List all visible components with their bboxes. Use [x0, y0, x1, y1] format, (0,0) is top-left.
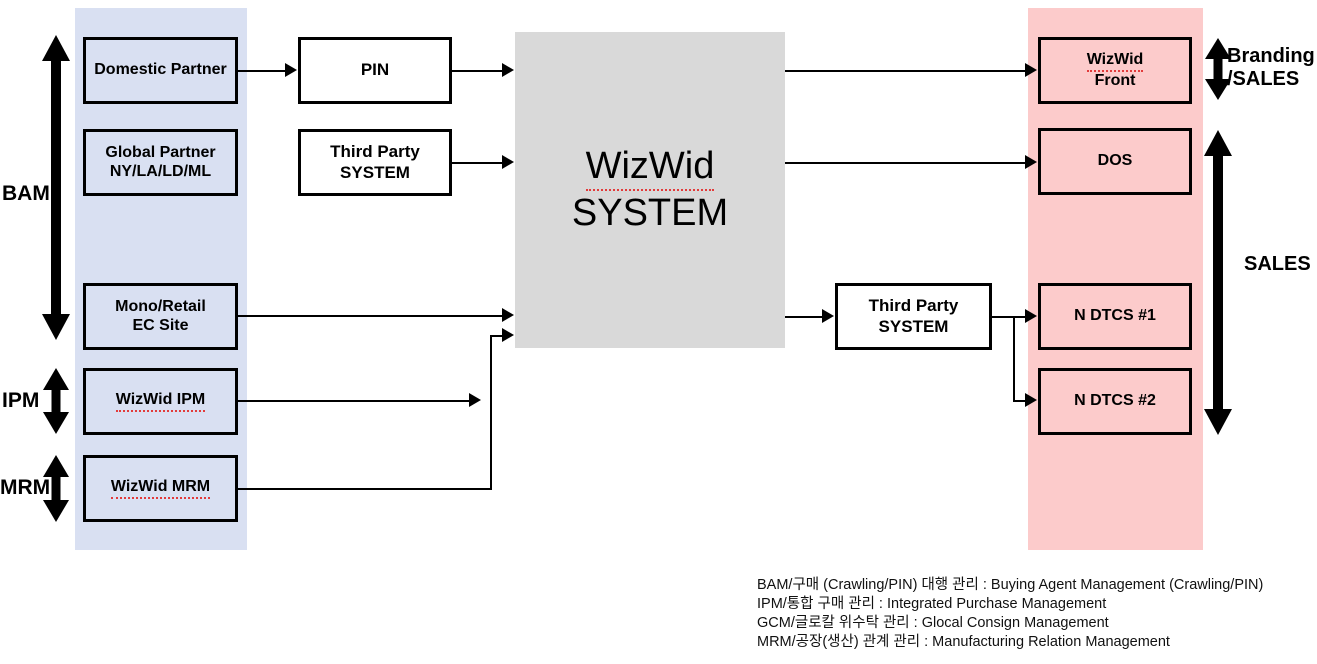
- arrowhead-front-in: [1025, 63, 1037, 77]
- legend-line-gcm: GCM/글로칼 위수탁 관리 : Glocal Consign Manageme…: [757, 614, 1109, 631]
- system-label-line1: WizWid: [585, 144, 715, 191]
- legend-line-mrm: MRM/공장(생산) 관계 관리 : Manufacturing Relatio…: [757, 633, 1170, 650]
- arrowhead-ipm-junction: [469, 393, 481, 407]
- node-label: WizWid MRM: [110, 478, 211, 499]
- node-label: Mono/Retail EC Site: [115, 297, 206, 334]
- connector-ipm-to-junction: [238, 400, 470, 402]
- node-label: PIN: [360, 60, 390, 80]
- connector-system-to-front: [785, 70, 1026, 72]
- connector-system-to-thirdparty2: [785, 316, 823, 318]
- scope-label-sales: SALES: [1244, 253, 1311, 275]
- node-label: N DTCS #2: [1074, 392, 1156, 410]
- scope-arrow-ipm: [42, 368, 70, 434]
- node-label: Third Party SYSTEM: [330, 142, 420, 182]
- node-dos[interactable]: DOS: [1038, 128, 1192, 195]
- node-third-party-system-upper[interactable]: Third Party SYSTEM: [298, 129, 452, 196]
- arrowhead-system-in-top: [502, 63, 514, 77]
- node-domestic-partner[interactable]: Domestic Partner: [83, 37, 238, 104]
- system-label-line2: SYSTEM: [571, 192, 729, 234]
- arrowhead-system-in-lower1: [502, 308, 514, 322]
- node-pin[interactable]: PIN: [298, 37, 452, 104]
- connector-ndtcs2-dropper: [1013, 316, 1015, 401]
- arrowhead-pin-in: [285, 63, 297, 77]
- connector-domestic-to-pin: [238, 70, 286, 72]
- node-wizwid-front[interactable]: WizWid Front: [1038, 37, 1192, 104]
- scope-arrow-branding-sales: [1204, 38, 1232, 100]
- arrowhead-thirdparty2-in: [822, 309, 834, 323]
- node-label: N DTCS #1: [1074, 307, 1156, 325]
- arrowhead-system-in-lower2: [502, 328, 514, 342]
- arrowhead-system-in-middle: [502, 155, 514, 169]
- node-label: WizWid IPM: [115, 391, 206, 412]
- node-third-party-system-lower[interactable]: Third Party SYSTEM: [835, 283, 992, 350]
- arrowhead-ndtcs1-in: [1025, 309, 1037, 323]
- scope-arrow-mrm: [42, 455, 70, 522]
- connector-mrm-horizontal: [238, 488, 492, 490]
- arrowhead-ndtcs2-in: [1025, 393, 1037, 407]
- connector-thirdparty2-to-ndtcs1: [992, 316, 1026, 318]
- node-global-partner[interactable]: Global Partner NY/LA/LD/ML: [83, 129, 238, 196]
- legend-line-bam: BAM/구매 (Crawling/PIN) 대행 관리 : Buying Age…: [757, 577, 1264, 593]
- node-wizwid-mrm[interactable]: WizWid MRM: [83, 455, 238, 522]
- connector-mrm-to-system: [490, 335, 503, 337]
- node-label: Domestic Partner: [94, 61, 227, 79]
- scope-label-branding-sales: Branding /SALES: [1227, 45, 1315, 90]
- node-wizwid-system[interactable]: WizWid SYSTEM: [515, 32, 785, 348]
- legend: BAM/구매 (Crawling/PIN) 대행 관리 : Buying Age…: [757, 576, 1317, 651]
- arrowhead-dos-in: [1025, 155, 1037, 169]
- node-label: Third Party SYSTEM: [868, 296, 959, 336]
- connector-pin-to-system: [452, 70, 503, 72]
- scope-arrow-bam: [42, 35, 70, 340]
- scope-label-mrm: MRM: [0, 476, 51, 499]
- scope-arrow-sales: [1204, 130, 1232, 435]
- connector-mono-to-system: [238, 315, 503, 317]
- node-wizwid-ipm[interactable]: WizWid IPM: [83, 368, 238, 435]
- connector-system-to-dos: [785, 162, 1026, 164]
- node-n-dtcs-1[interactable]: N DTCS #1: [1038, 283, 1192, 350]
- node-label-line2: Front: [1094, 71, 1136, 89]
- connector-thirdparty-to-system: [452, 162, 503, 164]
- scope-label-bam: BAM: [2, 182, 50, 205]
- legend-line-ipm: IPM/통합 구매 관리 : Integrated Purchase Manag…: [757, 595, 1107, 612]
- node-label: Global Partner NY/LA/LD/ML: [105, 143, 216, 180]
- node-n-dtcs-2[interactable]: N DTCS #2: [1038, 368, 1192, 435]
- connector-mrm-riser: [490, 335, 492, 490]
- node-label: DOS: [1097, 152, 1133, 170]
- node-mono-retail-ec-site[interactable]: Mono/Retail EC Site: [83, 283, 238, 350]
- node-label-line1: WizWid: [1086, 51, 1144, 72]
- scope-label-ipm: IPM: [2, 389, 40, 412]
- connector-ndtcs2-horizontal: [1013, 400, 1026, 402]
